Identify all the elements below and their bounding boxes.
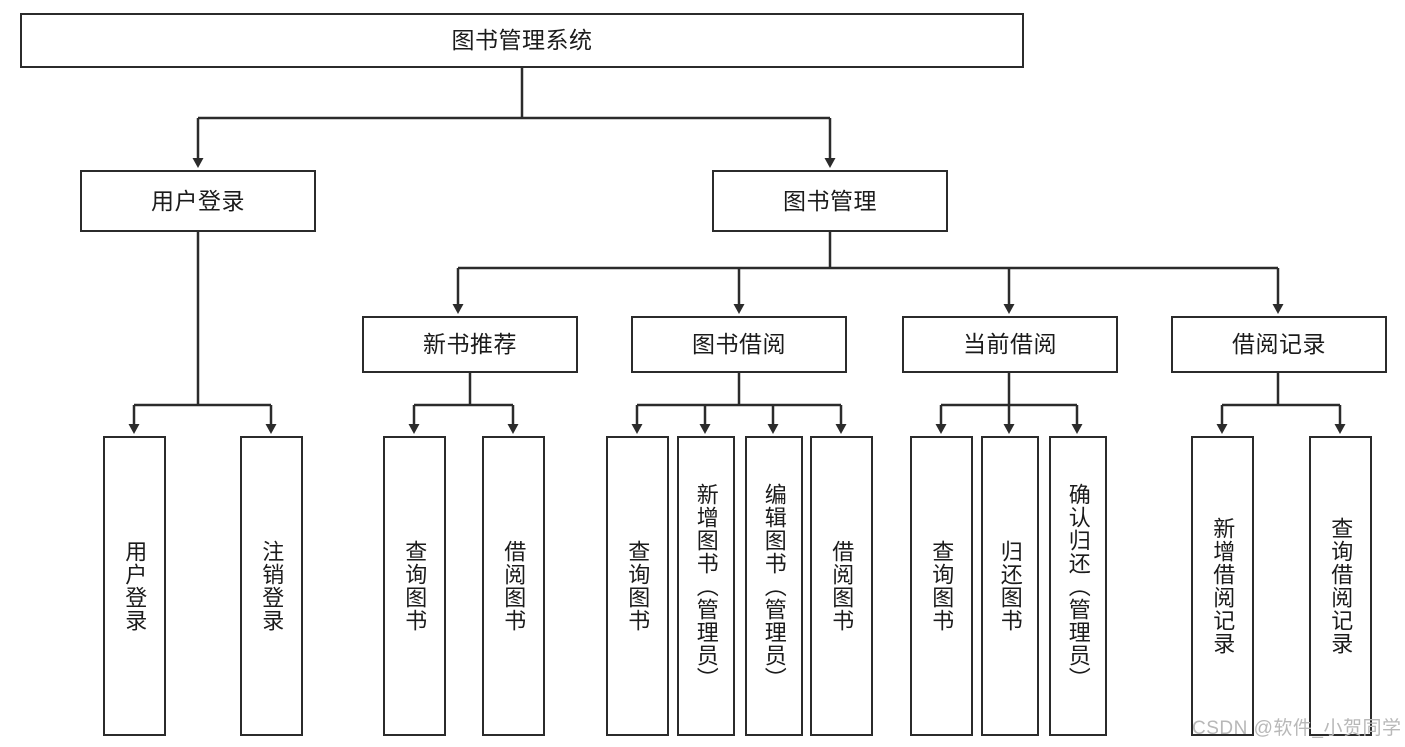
node-label: 借阅记录 xyxy=(1232,331,1326,358)
node-new-book-recommend[interactable]: 新书推荐 xyxy=(362,316,578,373)
csdn-watermark: CSDN @软件_小贺同学 xyxy=(1192,718,1402,739)
node-label: 查询借阅记录 xyxy=(1328,517,1354,655)
node-label: 图书管理系统 xyxy=(451,27,593,54)
node-label: 借阅图书 xyxy=(501,540,527,632)
node-book-borrow[interactable]: 图书借阅 xyxy=(631,316,847,373)
node-leaf-current-confirm-return[interactable]: 确认归还（管理员） xyxy=(1049,436,1107,736)
node-label: 确认归还（管理员） xyxy=(1065,482,1091,690)
node-label: 用户登录 xyxy=(151,187,245,214)
node-leaf-borrow-borrow-book[interactable]: 借阅图书 xyxy=(810,436,873,736)
node-label: 新增借阅记录 xyxy=(1210,517,1236,655)
node-label: 新书推荐 xyxy=(423,331,517,358)
node-leaf-recommend-borrow-book[interactable]: 借阅图书 xyxy=(482,436,545,736)
node-leaf-borrow-edit-book[interactable]: 编辑图书（管理员） xyxy=(745,436,803,736)
node-label: 图书借阅 xyxy=(692,331,786,358)
node-label: 当前借阅 xyxy=(963,331,1057,358)
node-label: 查询图书 xyxy=(929,540,955,632)
node-leaf-user-login[interactable]: 用户登录 xyxy=(103,436,166,736)
node-leaf-borrow-add-book[interactable]: 新增图书（管理员） xyxy=(677,436,735,736)
node-root-system[interactable]: 图书管理系统 xyxy=(20,13,1024,68)
node-label: 注销登录 xyxy=(259,540,285,632)
node-leaf-borrow-query-book[interactable]: 查询图书 xyxy=(606,436,669,736)
node-leaf-current-return-book[interactable]: 归还图书 xyxy=(981,436,1039,736)
node-leaf-current-query-book[interactable]: 查询图书 xyxy=(910,436,973,736)
node-leaf-record-query-record[interactable]: 查询借阅记录 xyxy=(1309,436,1372,736)
node-label: 借阅图书 xyxy=(829,540,855,632)
node-leaf-recommend-query-book[interactable]: 查询图书 xyxy=(383,436,446,736)
node-user-login[interactable]: 用户登录 xyxy=(80,170,316,232)
node-leaf-logout[interactable]: 注销登录 xyxy=(240,436,303,736)
node-label: 用户登录 xyxy=(122,540,148,632)
node-leaf-record-add-record[interactable]: 新增借阅记录 xyxy=(1191,436,1254,736)
node-label: 图书管理 xyxy=(783,187,877,214)
node-label: 查询图书 xyxy=(402,540,428,632)
node-current-borrow[interactable]: 当前借阅 xyxy=(902,316,1118,373)
node-book-management[interactable]: 图书管理 xyxy=(712,170,948,232)
node-label: 查询图书 xyxy=(625,540,651,632)
node-label: 编辑图书（管理员） xyxy=(761,482,787,690)
node-label: 新增图书（管理员） xyxy=(693,482,719,690)
node-label: 归还图书 xyxy=(997,540,1023,632)
node-borrow-record[interactable]: 借阅记录 xyxy=(1171,316,1387,373)
